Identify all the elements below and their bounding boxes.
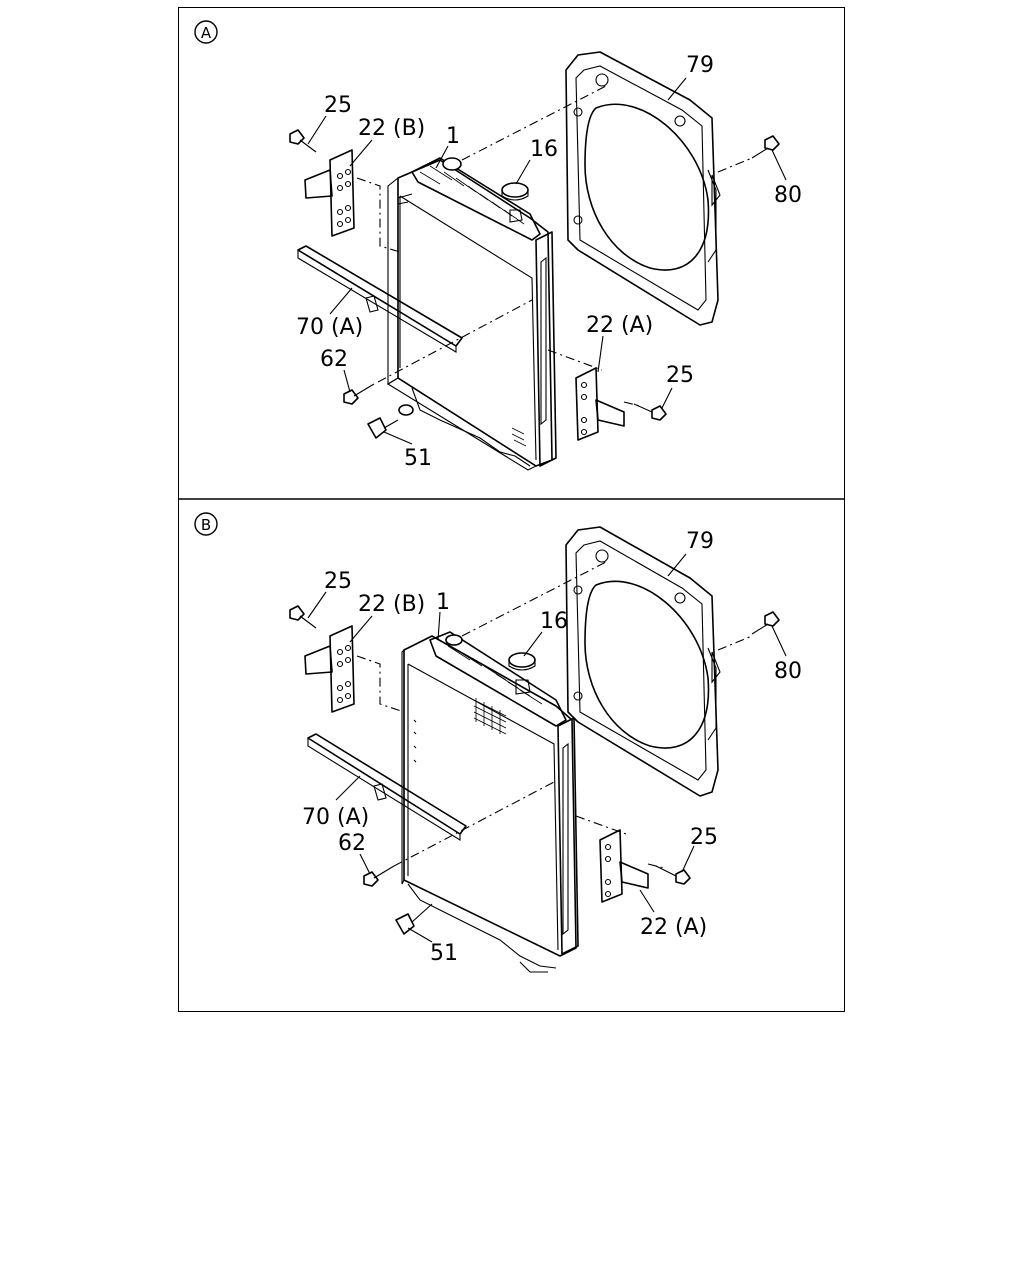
drain-cock-51 <box>395 903 433 935</box>
bolt-25-right <box>633 403 667 421</box>
align-line <box>393 781 555 867</box>
svg-text:A: A <box>201 24 212 42</box>
panel-b-badge: B <box>194 512 218 536</box>
align-line <box>575 815 627 835</box>
bracket-22b <box>304 625 355 713</box>
align-line <box>356 177 401 253</box>
bolt-25-top <box>289 129 317 153</box>
callout-70a: 70 (A) <box>296 315 363 340</box>
align-line <box>717 635 753 651</box>
callout-1: 1 <box>436 590 450 615</box>
radiator-cap <box>501 182 529 201</box>
bracket-22a <box>575 367 625 441</box>
align-line <box>461 561 607 637</box>
align-line <box>356 655 405 713</box>
align-line <box>461 85 607 161</box>
radiator <box>386 157 557 471</box>
align-line <box>717 157 753 173</box>
callout-1: 1 <box>446 124 460 149</box>
diagram-frame <box>178 7 845 1012</box>
bolt-25-top <box>289 605 317 629</box>
callout-16: 16 <box>540 609 568 634</box>
bolt-25-right <box>655 865 691 885</box>
callout-62: 62 <box>320 347 348 372</box>
callout-22a: 22 (A) <box>640 915 707 940</box>
bolt-62 <box>363 865 395 887</box>
callout-16: 16 <box>530 137 558 162</box>
support-bar-70a <box>307 733 467 841</box>
callout-22a: 22 (A) <box>586 313 653 338</box>
bracket-22b <box>304 149 355 237</box>
fan-shroud <box>565 526 721 797</box>
radiator <box>401 631 579 973</box>
drain-cock-51 <box>367 404 414 439</box>
support-bar-70a <box>297 245 463 353</box>
bolt-80 <box>751 611 780 635</box>
callout-62: 62 <box>338 831 366 856</box>
align-line <box>623 401 641 407</box>
callout-70a: 70 (A) <box>302 805 369 830</box>
bracket-22a <box>599 829 649 903</box>
radiator-cap <box>508 652 536 695</box>
callout-51: 51 <box>430 941 458 966</box>
callout-25: 25 <box>690 825 718 850</box>
panel-a-badge: A <box>194 20 218 44</box>
callout-79: 79 <box>686 53 714 78</box>
align-line <box>647 863 665 869</box>
callout-22b: 22 (B) <box>358 116 425 141</box>
fan-shroud <box>565 51 721 326</box>
callout-51: 51 <box>404 446 432 471</box>
callout-22b: 22 (B) <box>358 592 425 617</box>
align-line <box>547 349 603 371</box>
panel-b: B <box>194 512 802 973</box>
callout-79: 79 <box>686 529 714 554</box>
callout-80: 80 <box>774 183 802 208</box>
bolt-80 <box>751 135 780 159</box>
callout-25: 25 <box>324 93 352 118</box>
callout-25: 25 <box>666 363 694 388</box>
callout-80: 80 <box>774 659 802 684</box>
svg-text:B: B <box>201 516 211 534</box>
panel-a: A <box>194 20 802 471</box>
bolt-62 <box>343 383 375 405</box>
callout-25: 25 <box>324 569 352 594</box>
